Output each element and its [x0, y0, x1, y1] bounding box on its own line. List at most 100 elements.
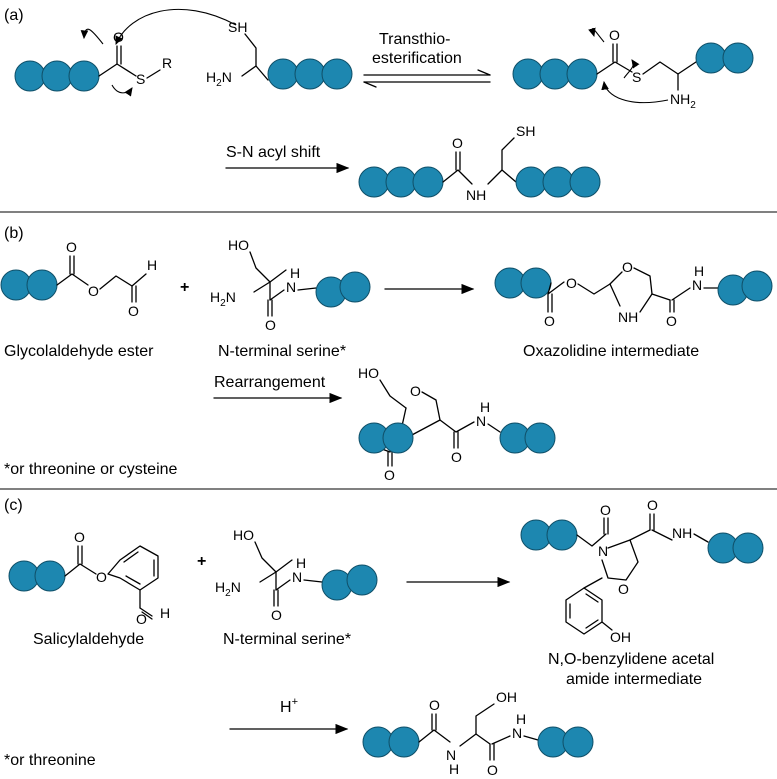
atom-n: N: [292, 569, 302, 585]
atom-o: O: [666, 313, 677, 329]
atom-o: O: [66, 239, 77, 255]
residue-bead: [382, 422, 414, 454]
atom-ho: HO: [358, 365, 379, 381]
residue-bead: [41, 60, 73, 92]
atom-h: H: [449, 761, 459, 777]
atom-o: O: [271, 607, 282, 623]
equilibrium-arrow: Transthio- esterification: [363, 31, 491, 88]
acid-label: H+: [280, 696, 298, 716]
footnote-b: *or threonine or cysteine: [4, 461, 178, 478]
residue-bead: [68, 60, 100, 92]
atom-r: R: [162, 55, 172, 71]
atom-h: H: [694, 263, 704, 279]
native-serine-product: O N H OH O N H: [362, 689, 594, 778]
atom-o: O: [128, 303, 139, 319]
atom-o: O: [566, 275, 577, 291]
atom-ho: HO: [228, 237, 249, 253]
rearrangement-label: Rearrangement: [214, 374, 326, 391]
atom-o: O: [384, 467, 395, 483]
atom-h: H: [290, 265, 300, 281]
atom-n: N: [286, 279, 296, 295]
atom-o: O: [609, 27, 620, 43]
n-terminal-serine: HO H2N O N H: [215, 527, 378, 623]
transthio-label-2: esterification: [372, 50, 462, 67]
atom-n: N: [476, 413, 486, 429]
native-amide-product: O NH SH: [358, 123, 601, 203]
atom-o: O: [113, 29, 124, 45]
atom-h: H: [160, 605, 170, 621]
atom-oh: OH: [610, 629, 631, 645]
oxazolidine-label: Oxazolidine intermediate: [523, 343, 699, 360]
atom-o: O: [647, 497, 658, 513]
atom-n: N: [446, 747, 456, 763]
atom-h2n: H2N: [206, 69, 232, 89]
residue-bead: [14, 60, 46, 92]
atom-ho: HO: [233, 527, 254, 543]
oxazolidine-intermediate: O O O NH O N H: [494, 259, 773, 329]
benzylidene-label-2: amide intermediate: [566, 671, 702, 688]
atom-nh: NH: [618, 309, 638, 325]
residue-bead: [388, 726, 420, 758]
atom-h: H: [516, 711, 526, 727]
atom-h: H: [296, 555, 306, 571]
residue-bead: [267, 58, 299, 90]
residue-bead: [339, 271, 371, 303]
atom-oh: OH: [496, 689, 517, 705]
residue-bead: [321, 58, 353, 90]
residue-bead: [722, 42, 754, 74]
residue-bead: [524, 422, 556, 454]
atom-s: S: [136, 71, 145, 87]
benzylidene-acetal-intermediate: O N O O NH OH: [520, 497, 764, 645]
cysteine-peptide: SH H2N: [115, 8, 353, 90]
atom-o: O: [88, 283, 99, 299]
residue-bead: [294, 58, 326, 90]
atom-o: O: [429, 697, 440, 713]
atom-sh: SH: [228, 19, 247, 35]
atom-h2n: H2N: [215, 579, 241, 599]
residue-bead: [346, 564, 378, 596]
atom-n: N: [692, 277, 702, 293]
atom-o: O: [622, 259, 633, 275]
panel-b-tag: (b): [4, 225, 24, 242]
residue-bead: [34, 560, 66, 592]
panel-a-tag: (a): [4, 7, 24, 24]
residue-bead: [695, 42, 727, 74]
atom-o: O: [451, 449, 462, 465]
salicylaldehyde-ester: O O O H: [8, 529, 170, 627]
atom-o: O: [410, 383, 421, 399]
acyl-shift-label: S-N acyl shift: [226, 144, 321, 161]
nterm-serine-label: N-terminal serine*: [223, 631, 351, 648]
nterm-serine-label: N-terminal serine*: [218, 343, 346, 360]
atom-h: H: [480, 399, 490, 415]
residue-bead: [412, 166, 444, 198]
atom-sh: SH: [516, 123, 535, 139]
atom-n: N: [512, 725, 522, 741]
residue-bead: [741, 270, 773, 302]
atom-o: O: [96, 569, 107, 585]
residue-bead: [26, 269, 58, 301]
atom-o: O: [600, 502, 611, 518]
residue-bead: [542, 166, 574, 198]
residue-bead: [539, 58, 571, 90]
atom-h: H: [147, 257, 157, 273]
rearranged-product: HO O N O O N H: [358, 365, 556, 483]
residue-bead: [520, 267, 552, 299]
footnote-c: *or threonine: [4, 752, 96, 769]
residue-bead: [512, 58, 544, 90]
panel-c-tag: (c): [4, 497, 23, 514]
plus-sign: +: [180, 279, 189, 296]
benzylidene-label-1: N,O-benzylidene acetal: [548, 651, 714, 668]
atom-h2n: H2N: [210, 289, 236, 309]
salicylaldehyde-label: Salicylaldehyde: [33, 631, 144, 648]
atom-o: O: [265, 317, 276, 333]
atom-nh: NH: [466, 187, 486, 203]
residue-bead: [566, 58, 598, 90]
atom-o: O: [452, 135, 463, 151]
residue-bead: [546, 519, 578, 551]
atom-s: S: [632, 69, 641, 85]
residue-bead: [569, 166, 601, 198]
residue-bead: [515, 166, 547, 198]
n-terminal-serine: HO H2N O N H: [210, 237, 371, 333]
